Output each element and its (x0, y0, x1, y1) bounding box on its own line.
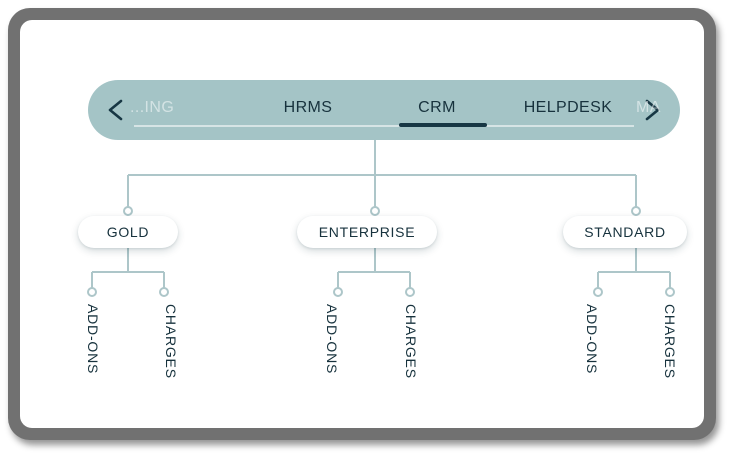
connector-ring-standard-addons (593, 287, 603, 297)
node-gold[interactable]: GOLD (78, 216, 178, 248)
screen-canvas: ...ING HRMS CRM HELPDESK MA GOLD ENTERPR… (20, 20, 704, 428)
tab-billing-clipped[interactable]: ...ING (130, 99, 175, 116)
tab-crm[interactable]: CRM (418, 99, 456, 116)
leaf-gold-charges[interactable]: CHARGES (163, 304, 179, 379)
tabbar-track (134, 125, 634, 127)
chevron-left-icon[interactable] (104, 97, 130, 123)
connector-ring-enterprise (370, 206, 380, 216)
leaf-standard-addons[interactable]: ADD-ONS (584, 304, 600, 375)
connector-ring-enterprise-charges (405, 287, 415, 297)
module-tabbar[interactable]: ...ING HRMS CRM HELPDESK MA (88, 80, 680, 140)
tab-ma-clipped[interactable]: MA (636, 99, 661, 116)
leaf-gold-addons[interactable]: ADD-ONS (85, 304, 101, 375)
chevron-right-icon[interactable] (638, 97, 664, 123)
node-standard[interactable]: STANDARD (563, 216, 687, 248)
connector-ring-gold-addons (87, 287, 97, 297)
connector-ring-gold-charges (159, 287, 169, 297)
device-frame: ...ING HRMS CRM HELPDESK MA GOLD ENTERPR… (8, 8, 716, 440)
leaf-enterprise-addons[interactable]: ADD-ONS (324, 304, 340, 375)
connector-ring-standard (631, 206, 641, 216)
connector-ring-gold (123, 206, 133, 216)
node-enterprise[interactable]: ENTERPRISE (297, 216, 437, 248)
connector-ring-enterprise-addons (333, 287, 343, 297)
connector-ring-standard-charges (665, 287, 675, 297)
tree-connector-graph (87, 140, 675, 297)
active-tab-underline (399, 123, 487, 127)
leaf-standard-charges[interactable]: CHARGES (662, 304, 678, 379)
tab-helpdesk[interactable]: HELPDESK (523, 99, 613, 116)
tab-hrms[interactable]: HRMS (283, 99, 333, 116)
leaf-enterprise-charges[interactable]: CHARGES (403, 304, 419, 379)
